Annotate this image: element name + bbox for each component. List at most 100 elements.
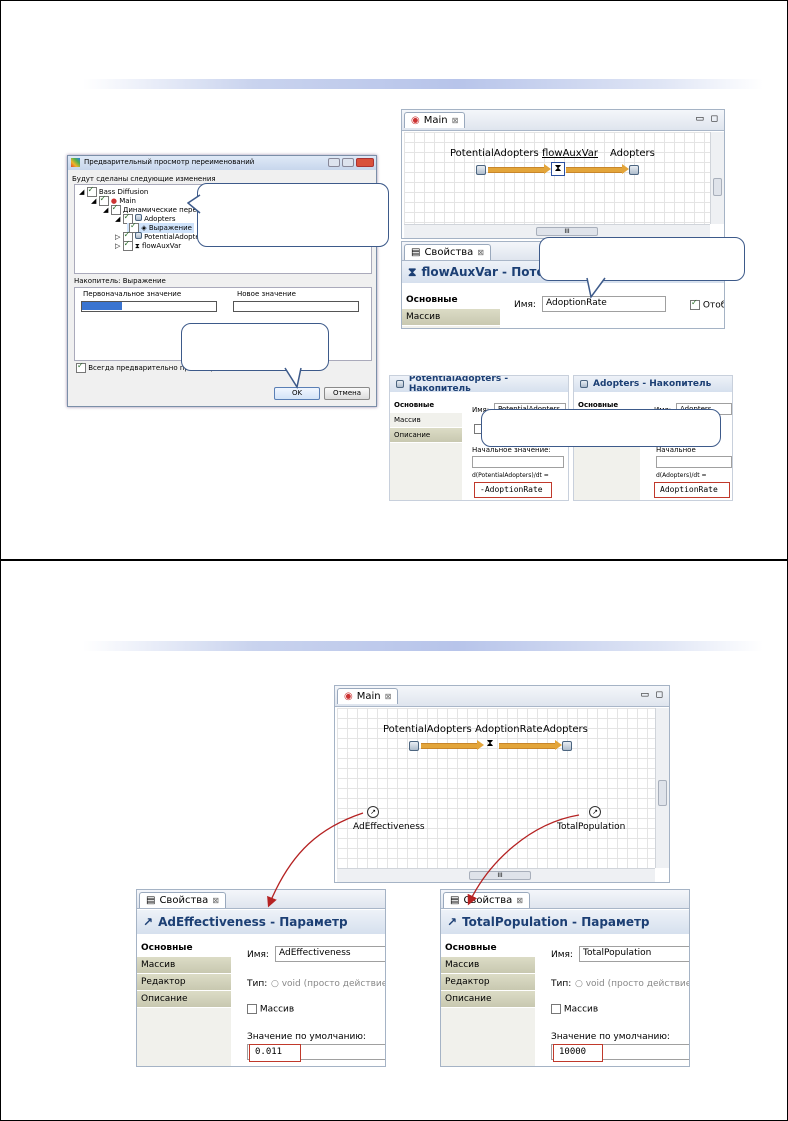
- vertical-scrollbar[interactable]: [655, 708, 669, 868]
- parameter-icon[interactable]: ↗: [367, 806, 379, 818]
- properties-icon: ▤: [450, 895, 460, 906]
- cancel-button[interactable]: Отмена: [324, 387, 370, 400]
- sidebar-item-basic[interactable]: Основные: [441, 940, 535, 957]
- minimize-button[interactable]: [328, 158, 340, 167]
- dialog-titlebar: Предварительный просмотр переименований: [68, 156, 376, 170]
- tree-item[interactable]: ◢ ● Main: [91, 194, 136, 206]
- sidebar-item-array[interactable]: Массив: [402, 309, 500, 326]
- type-radio[interactable]: ○ void (просто действие): [271, 979, 386, 989]
- diagram-canvas[interactable]: PotentialAdopters flowAuxVar Adopters ⧗: [404, 132, 710, 224]
- properties-icon: ▤: [146, 895, 156, 906]
- close-button[interactable]: [356, 158, 374, 167]
- formula-input[interactable]: -AdoptionRate: [474, 482, 552, 498]
- sidebar-item-description[interactable]: Описание: [390, 428, 462, 443]
- formula-input[interactable]: AdoptionRate: [654, 482, 730, 498]
- maximize-icon[interactable]: ◻: [710, 114, 718, 124]
- callout-tail: [284, 367, 302, 389]
- tree-item[interactable]: ◢ Bass Diffusion: [79, 185, 148, 197]
- stock-panel-potential: PotentialAdopters - Накопитель Основные …: [389, 375, 569, 501]
- valve-icon[interactable]: ⧗: [551, 162, 565, 176]
- props-tabbar: ▤Свойства⊠: [137, 890, 385, 909]
- name-label: Имя:: [247, 950, 269, 960]
- tree-item[interactable]: ▷ ⧗ flowAuxVar: [115, 239, 181, 251]
- default-value-input[interactable]: 10000: [553, 1044, 603, 1062]
- formula-label: d(Adopters)/dt =: [656, 472, 707, 479]
- default-value-input[interactable]: 0.011: [249, 1044, 301, 1062]
- vertical-scrollbar[interactable]: [710, 132, 724, 224]
- sidebar-item-array[interactable]: Массив: [441, 957, 535, 974]
- param-sidebar: Основные Массив Редактор Описание: [137, 940, 231, 1066]
- flow-arrow: [566, 167, 624, 173]
- stock-sidebar: Основные Массив Описание: [390, 398, 462, 500]
- model-icon: ◉: [344, 691, 353, 702]
- maximize-icon[interactable]: ◻: [655, 690, 663, 700]
- show-checkbox[interactable]: Отоб: [690, 298, 724, 311]
- array-checkbox[interactable]: Массив: [247, 1004, 294, 1015]
- props-tabbar: ▤Свойства⊠: [441, 890, 689, 909]
- horizontal-scrollbar[interactable]: III: [337, 868, 655, 882]
- sidebar-item-basic[interactable]: Основные: [137, 940, 231, 957]
- sidebar-item-basic[interactable]: Основные: [390, 398, 462, 413]
- col-original-header: Первоначальное значение: [83, 290, 182, 298]
- name-label: Имя:: [514, 300, 536, 310]
- always-preview-checkbox[interactable]: Всегда предварительно просматр: [76, 361, 215, 373]
- valve-icon[interactable]: ⧗: [486, 738, 494, 749]
- initial-input[interactable]: [472, 456, 564, 468]
- array-checkbox[interactable]: Массив: [551, 1004, 598, 1015]
- sidebar-item-description[interactable]: Описание: [137, 991, 231, 1008]
- diagram-canvas[interactable]: PotentialAdopters AdoptionRate Adopters …: [337, 708, 655, 868]
- title-bar: [83, 641, 763, 651]
- horizontal-scrollbar[interactable]: III: [404, 224, 710, 238]
- connector-arrows: [267, 812, 580, 908]
- flow-icon: ⧗: [408, 264, 417, 279]
- initial-input[interactable]: [656, 456, 732, 468]
- stock-icon[interactable]: [562, 741, 572, 751]
- stock-icon[interactable]: [476, 165, 486, 175]
- name-label: Имя:: [551, 950, 573, 960]
- stock-icon: [396, 380, 404, 388]
- model-icon: ◉: [411, 115, 420, 126]
- parameter-icon[interactable]: ↗: [589, 806, 601, 818]
- close-icon[interactable]: ⊠: [212, 896, 219, 905]
- props-sidebar: Основные Массив: [402, 292, 500, 328]
- callout-empty: [197, 183, 389, 247]
- stock-icon[interactable]: [629, 165, 639, 175]
- close-icon[interactable]: ⊠: [516, 896, 523, 905]
- stock-icon[interactable]: [409, 741, 419, 751]
- sidebar-item-editor[interactable]: Редактор: [441, 974, 535, 991]
- flow-arrowhead: [622, 164, 629, 174]
- callout-tail: [586, 277, 606, 299]
- connector-arrow: [267, 812, 364, 908]
- minimize-icon[interactable]: ▭: [695, 114, 704, 124]
- minimize-icon[interactable]: ▭: [640, 690, 649, 700]
- sidebar-item-editor[interactable]: Редактор: [137, 974, 231, 991]
- name-input[interactable]: TotalPopulation: [579, 946, 689, 962]
- sidebar-item-basic[interactable]: Основные: [402, 292, 500, 309]
- sidebar-item-description[interactable]: Описание: [441, 991, 535, 1008]
- node-label: Adopters: [543, 724, 588, 735]
- name-input[interactable]: AdEffectiveness: [275, 946, 385, 962]
- node-label: AdoptionRate: [475, 724, 543, 735]
- maximize-button[interactable]: [342, 158, 354, 167]
- node-label: flowAuxVar: [542, 148, 598, 159]
- close-icon[interactable]: ⊠: [477, 248, 484, 257]
- type-radio[interactable]: ○ void (просто действие): [575, 979, 690, 989]
- tab-properties[interactable]: ▤Свойства⊠: [404, 244, 491, 260]
- editor-tabbar: ◉Main⊠ ▭ ◻: [402, 110, 724, 131]
- main-editor: ◉Main⊠ ▭ ◻ PotentialAdopters flowAuxVar …: [401, 109, 725, 239]
- initial-label: Начальное значение:: [472, 446, 551, 454]
- tree-item[interactable]: ◢ Динамические переменные: [103, 203, 225, 215]
- tree-item[interactable]: ◈ Выражение: [127, 221, 194, 233]
- name-input[interactable]: AdoptionRate: [542, 296, 666, 312]
- tab-main[interactable]: ◉Main⊠: [404, 112, 466, 128]
- tab-properties[interactable]: ▤Свойства⊠: [139, 892, 226, 908]
- tab-properties[interactable]: ▤Свойства⊠: [443, 892, 530, 908]
- close-icon[interactable]: ⊠: [384, 692, 392, 701]
- sidebar-item-array[interactable]: Массив: [137, 957, 231, 974]
- param-title: ↗AdEffectiveness - Параметр: [137, 910, 385, 934]
- flow-arrowhead: [544, 164, 551, 174]
- close-icon[interactable]: ⊠: [451, 116, 459, 125]
- callout-tail: [187, 194, 201, 214]
- tab-main[interactable]: ◉Main⊠: [337, 688, 399, 704]
- sidebar-item-array[interactable]: Массив: [390, 413, 462, 428]
